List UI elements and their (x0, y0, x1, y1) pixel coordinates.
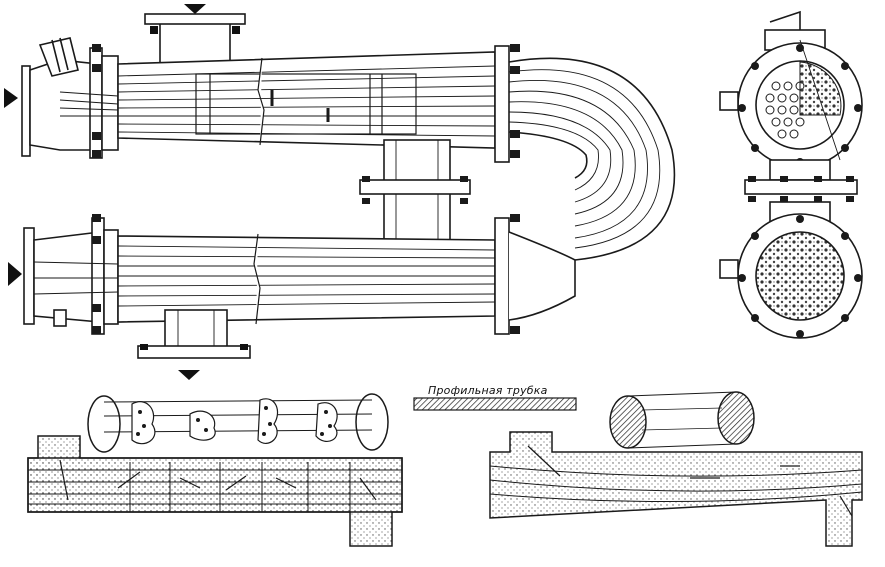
bolts-left-top (92, 44, 101, 158)
upper-head-flange (21, 65, 31, 157)
profile-tube (413, 397, 577, 411)
triangle-down-icon (178, 370, 200, 380)
end-view-mid-flange (744, 179, 858, 195)
upper-right-flange (494, 45, 510, 163)
triangle-right-icon (4, 88, 18, 108)
lower-shell (117, 235, 496, 323)
u-tube-exchanger-side-view (4, 4, 676, 380)
baffled-exchanger-section (27, 393, 403, 547)
exchanger-end-view (719, 10, 863, 339)
profile-tube-label: Профильная трубка (428, 384, 548, 397)
triangle-down-icon (184, 4, 206, 14)
triangle-right-icon (8, 262, 22, 286)
top-inlet-nozzle (159, 17, 231, 65)
longitudinal-flow-section (489, 391, 863, 547)
u-bend-tubes (508, 57, 676, 261)
